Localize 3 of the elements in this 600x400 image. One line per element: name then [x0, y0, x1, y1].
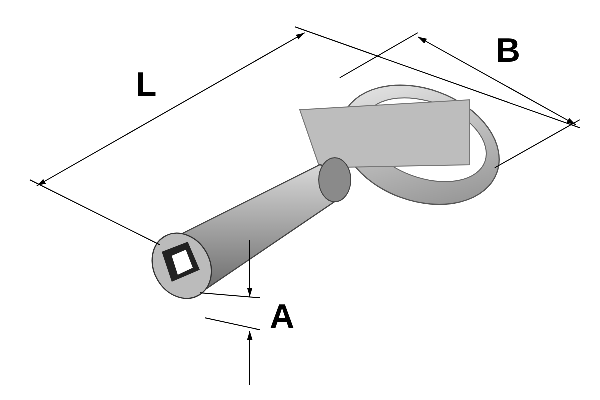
- dimension-label: B: [496, 34, 521, 68]
- dimension-label: A: [270, 300, 295, 334]
- dimension-label: L: [136, 68, 157, 102]
